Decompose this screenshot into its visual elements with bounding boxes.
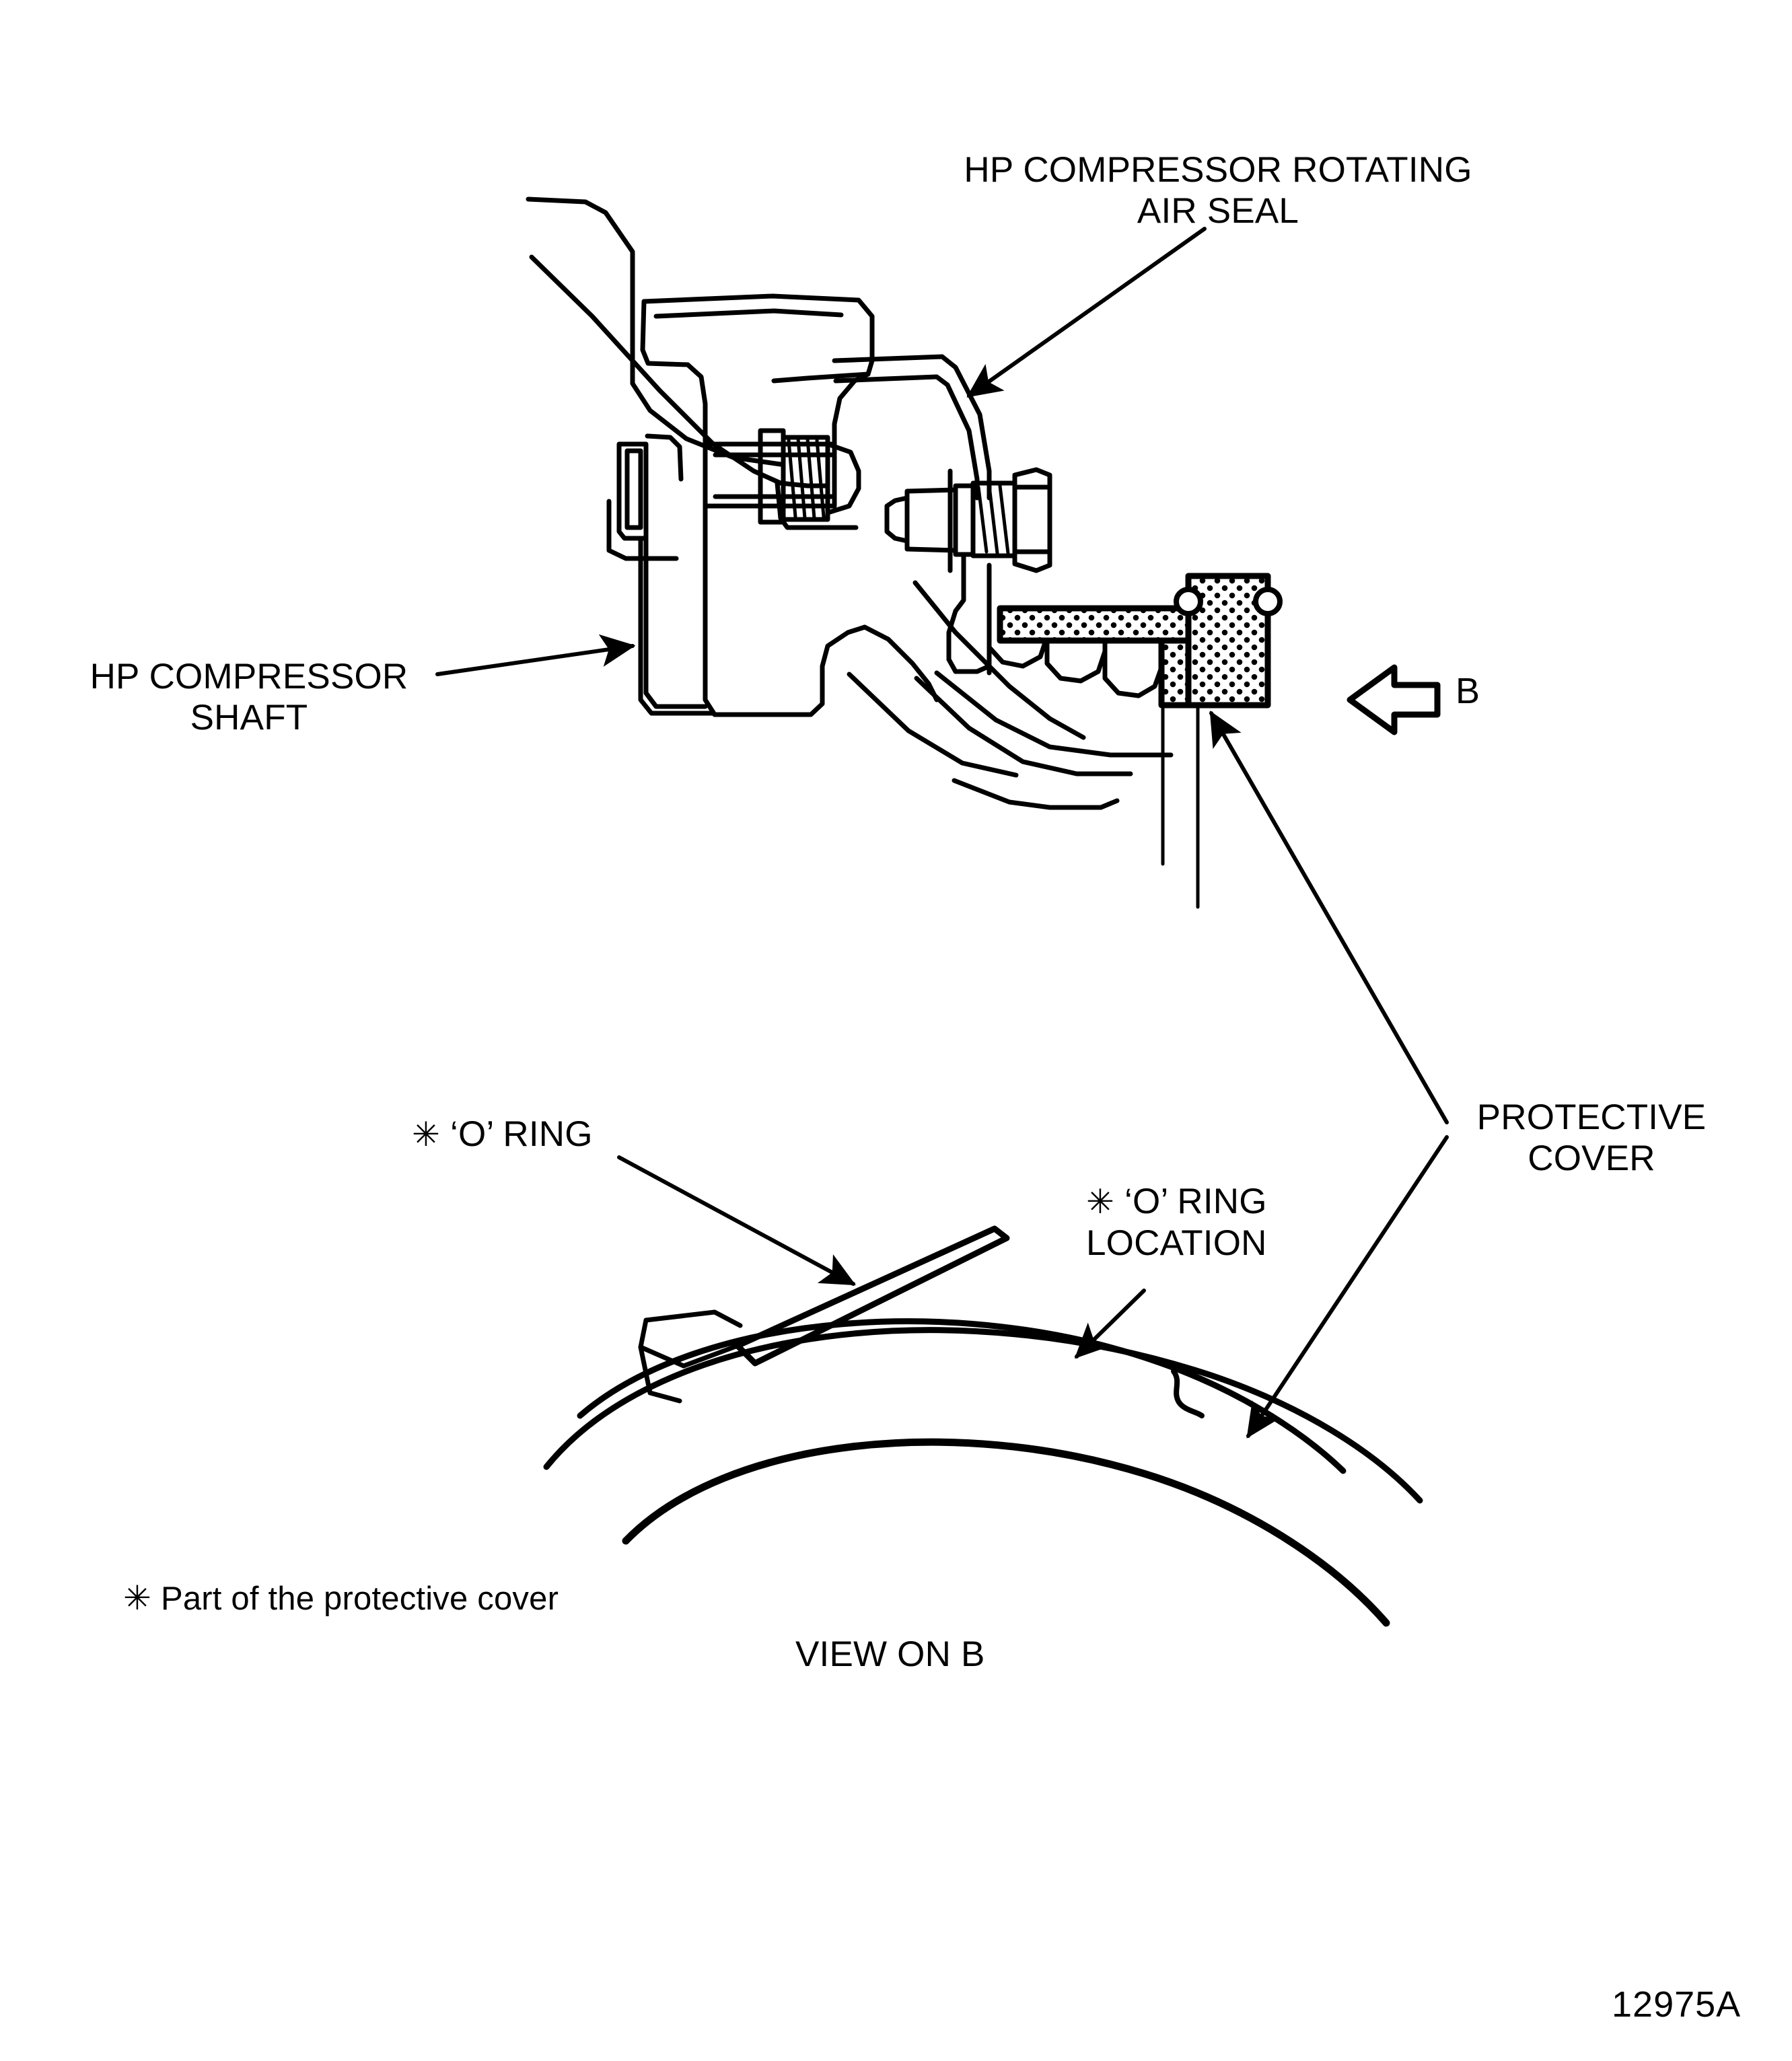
cover-rim-inner-arc (577, 1318, 1347, 1474)
hp-compressor-shaft-left-edge (638, 536, 716, 716)
joint-bolt-shank (953, 483, 976, 557)
diagonal-wall-2 (934, 670, 1174, 758)
protective-cover-upper-arm (997, 605, 1192, 644)
cover-boss-left (1174, 587, 1203, 616)
hp-shaft-line1: HP COMPRESSOR (89, 657, 408, 696)
o-ring-text: ‘O’ RING (450, 1114, 593, 1154)
leader-lines-section (435, 227, 1449, 1439)
upper-bolt-nose (825, 441, 861, 515)
air-seal-line2: AIR SEAL (1137, 191, 1299, 231)
retaining-ring-hook (606, 499, 679, 561)
o-ring-strip (734, 1225, 1010, 1367)
upper-bolt-shank (704, 441, 837, 509)
o-ring-strip-tab2 (638, 1344, 682, 1404)
retaining-ring-pocket-outer (616, 441, 649, 541)
diagonal-wall-1 (912, 580, 1086, 740)
outer-casing-wall-upper (526, 196, 783, 467)
lower-duct-wall-2 (952, 778, 1120, 810)
o-ring-location-line1: ‘O’ RING (1124, 1182, 1267, 1221)
air-seal-top-flange (641, 293, 875, 384)
lower-duct-wall (847, 672, 1019, 778)
protective-cover-section (997, 573, 1283, 709)
diagonal-wall-3 (914, 676, 1133, 776)
flange-plate-left (946, 553, 966, 662)
footnote-part-of-protective-cover: ✳ Part of the protective cover (123, 1580, 559, 1618)
hp-compressor-shaft-left-wall (643, 529, 708, 709)
label-view-on-b: VIEW ON B (795, 1634, 985, 1674)
joint-bolt-threads (976, 484, 1010, 555)
asterisk-marker-icon: ✳ (123, 1579, 152, 1617)
protective-cover-lower-block (1158, 637, 1192, 709)
view-direction-arrow-b (1347, 664, 1441, 735)
asterisk-marker-icon: ✳ (412, 1116, 441, 1153)
leader-protective-cover-top (1209, 711, 1449, 1124)
air-seal-line1: HP COMPRESSOR ROTATING (964, 150, 1472, 190)
upper-bolt-thread-block (781, 435, 830, 522)
leader-hp-shaft (435, 634, 636, 676)
cover-extension-lines (1161, 704, 1200, 909)
figure-id: 12975A (1612, 1984, 1742, 2025)
cover-rim-outer-arc (543, 1327, 1423, 1504)
leader-air-seal (966, 227, 1207, 398)
leader-protective-cover-bottom (1246, 1135, 1449, 1439)
sectional-view-group (526, 196, 1283, 909)
retaining-ring-hook2 (645, 433, 684, 482)
o-ring-location-line2: LOCATION (1086, 1223, 1267, 1263)
view-on-b-group (543, 1225, 1423, 1627)
o-ring-location-notch (1171, 1369, 1205, 1418)
cover-outer-circumference-arc (622, 1438, 1390, 1627)
upper-bolt-head (758, 428, 786, 525)
o-ring-strip-tab (638, 1309, 743, 1369)
air-seal-top-flange-left (640, 299, 690, 367)
upper-bolt-threads (787, 437, 826, 520)
retaining-ring-pocket-inner (624, 448, 643, 530)
hp-compressor-shaft-body (703, 482, 867, 717)
air-seal-top-flange-inner-edge (653, 308, 844, 319)
label-view-direction-b: B (1456, 671, 1480, 711)
cover-boss-right (1253, 587, 1283, 616)
flange-plate-foot (946, 657, 992, 674)
leader-o-ring-location (1074, 1289, 1146, 1359)
leader-lines-view-b (617, 1155, 1146, 1359)
asterisk-marker-icon: ✳ (1086, 1183, 1115, 1221)
hp-shaft-line2: SHAFT (190, 698, 308, 738)
joint-nut (1012, 467, 1052, 573)
footnote-text: Part of the protective cover (160, 1581, 559, 1617)
protective-cover-line1: PROTECTIVE (1476, 1097, 1707, 1137)
joint-bolt-nose (884, 495, 910, 544)
protective-cover-line2: COVER (1528, 1138, 1655, 1179)
shaft-cone-upper (862, 624, 939, 702)
label-o-ring: ✳ ‘O’ RING (412, 1114, 593, 1155)
leader-o-ring (617, 1155, 856, 1286)
